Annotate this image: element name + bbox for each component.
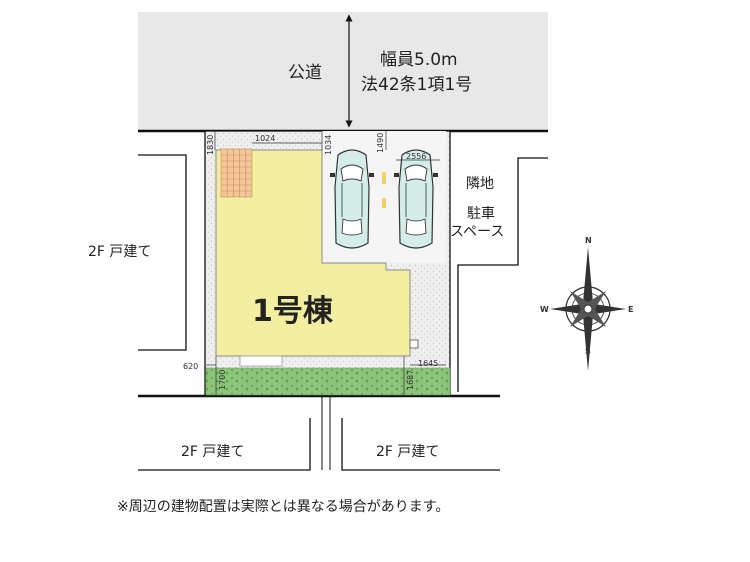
neighbor-bottom-right-outline [341, 418, 500, 471]
compass-e-label: E [628, 305, 634, 314]
neighbor-bottom-right-label: 2F 戸建て [376, 444, 440, 460]
neighbor-right-label-3: スペース [450, 224, 505, 240]
house-label: 1号棟 [252, 294, 333, 329]
road-width-line1: 幅員5.0m [380, 50, 458, 70]
road-name: 公道 [288, 63, 322, 83]
neighbor-left-label: 2F 戸建て [88, 244, 152, 260]
road-width-line2: 法42条1項1号 [361, 75, 473, 95]
dim-1687: 1687 [406, 369, 415, 390]
neighbor-right-label-1: 隣地 [466, 176, 494, 192]
dim-1700: 1700 [218, 369, 227, 390]
dim-2556: 2556 [406, 152, 427, 161]
compass-s-label: S [585, 347, 591, 356]
disclaimer-note: ※周辺の建物配置は実際とは異なる場合があります。 [117, 499, 450, 515]
dim-1645: 1645 [418, 359, 439, 368]
compass-w-label: W [540, 305, 549, 314]
dim-620: 620 [183, 362, 199, 371]
neighbor-right-label-2: 駐車 [467, 206, 495, 222]
car-2 [394, 149, 438, 249]
compass-rose-icon [550, 247, 626, 371]
dim-1830: 1830 [206, 134, 215, 155]
neighbor-bottom-left-outline [138, 418, 311, 471]
planting-strip [205, 367, 451, 396]
utility-box [409, 339, 419, 349]
dim-1490: 1490 [376, 132, 385, 153]
neighbor-left-outline [138, 154, 187, 351]
car-1 [330, 149, 374, 249]
compass-n-label: N [585, 236, 592, 245]
entrance-step [239, 355, 283, 367]
dim-1034: 1034 [324, 134, 333, 155]
dim-1024: 1024 [255, 134, 276, 143]
neighbor-bottom-left-label: 2F 戸建て [181, 444, 245, 460]
public-road [138, 12, 548, 130]
stairs [220, 148, 253, 198]
neighbor-right-outline [457, 157, 548, 392]
